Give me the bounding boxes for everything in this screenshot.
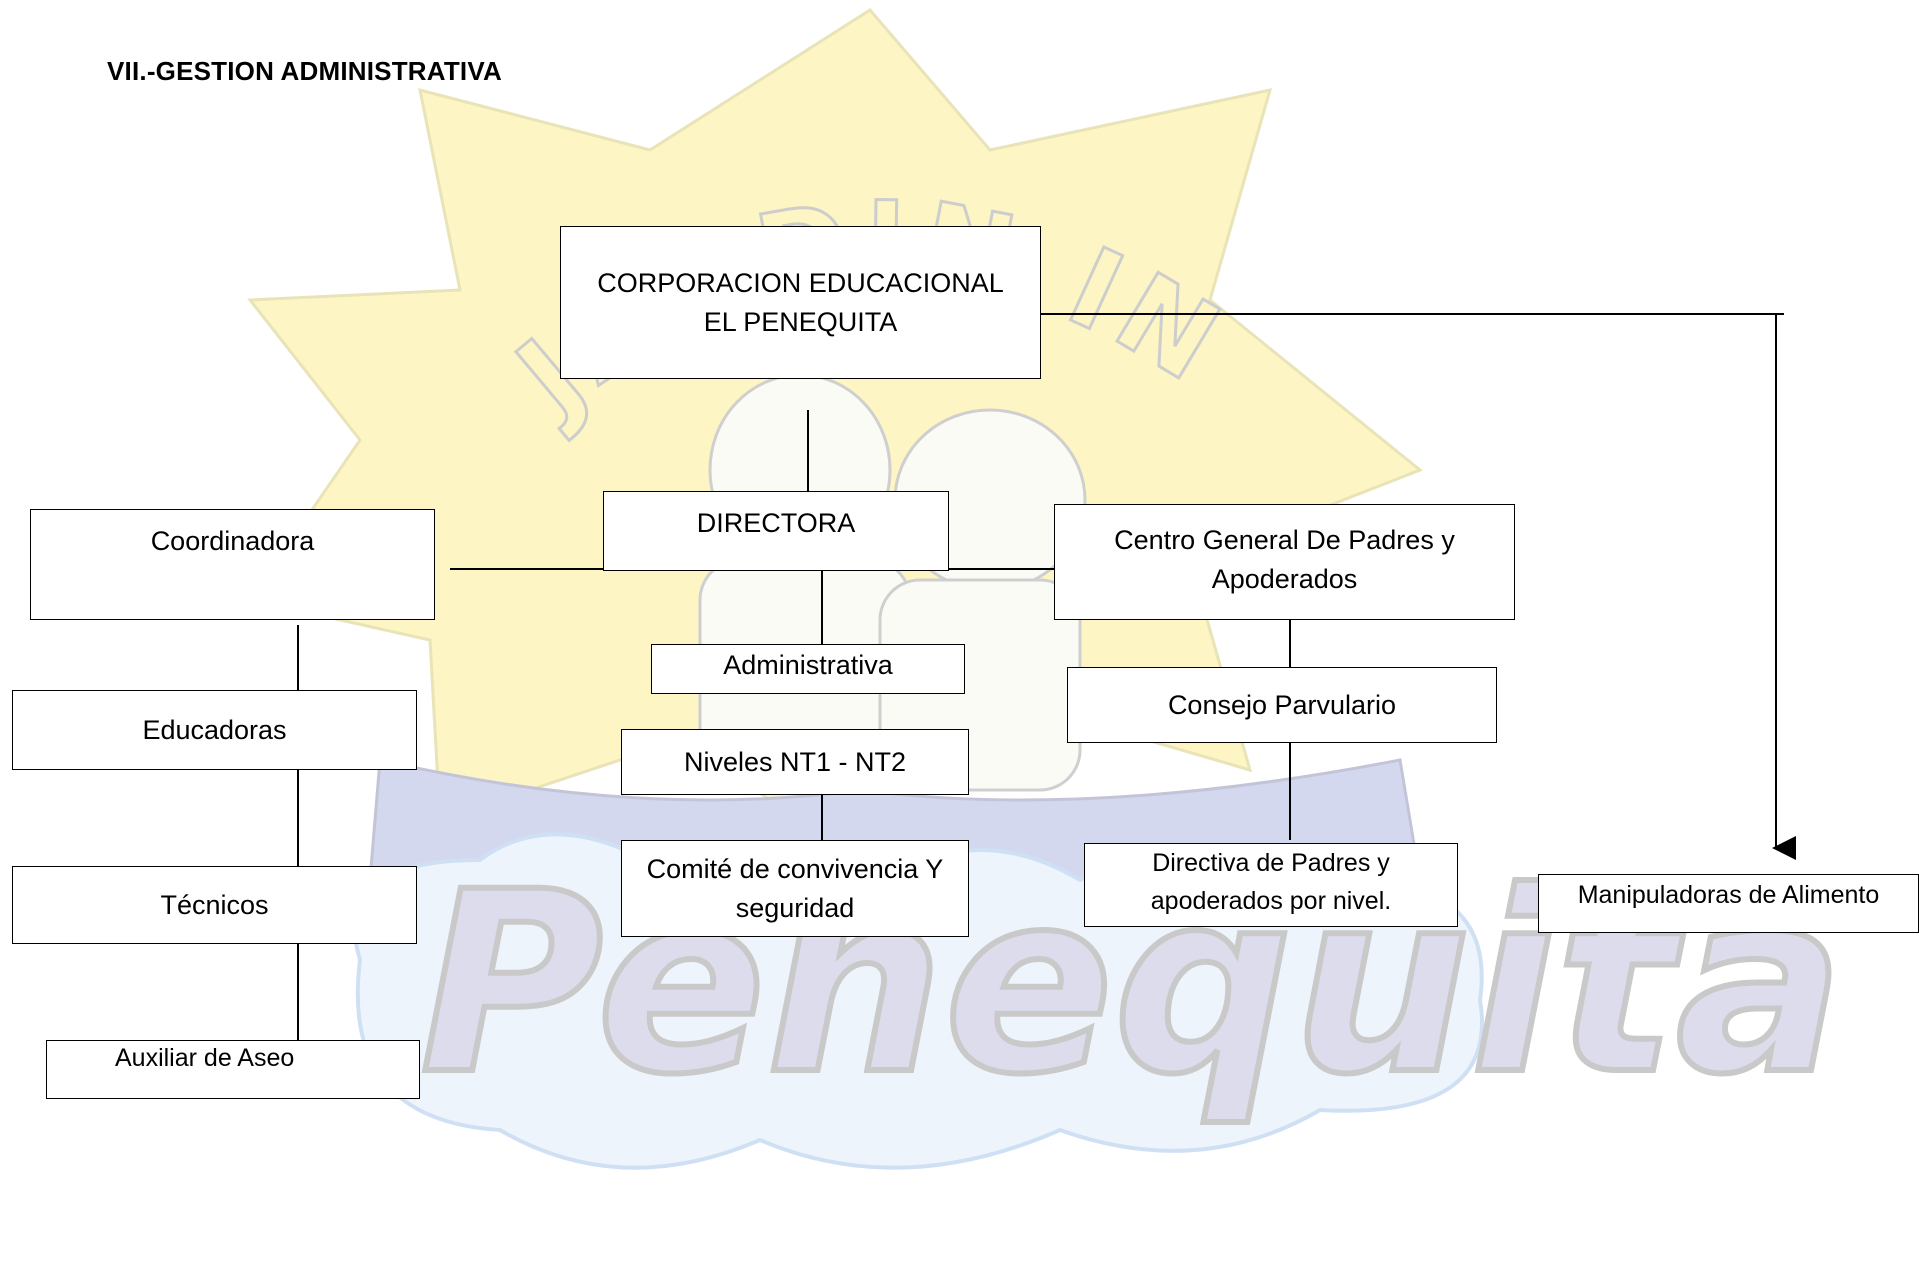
box-niveles: Niveles NT1 - NT2 — [621, 729, 969, 795]
box-tecnicos: Técnicos — [12, 866, 417, 944]
box-coordinadora: Coordinadora — [30, 509, 435, 620]
box-corporacion: CORPORACION EDUCACIONAL EL PENEQUITA — [560, 226, 1041, 379]
box-directora: DIRECTORA — [603, 491, 949, 571]
box-manipuladoras: Manipuladoras de Alimento — [1538, 874, 1919, 933]
box-auxiliar-aseo: Auxiliar de Aseo — [46, 1040, 420, 1099]
box-centro-padres: Centro General De Padres y Apoderados — [1054, 504, 1515, 620]
box-comite: Comité de convivencia Y seguridad — [621, 840, 969, 937]
box-directiva-padres: Directiva de Padres y apoderados por niv… — [1084, 843, 1458, 927]
box-consejo: Consejo Parvulario — [1067, 667, 1497, 743]
box-administrativa: Administrativa — [651, 644, 965, 694]
section-heading: VII.-GESTION ADMINISTRATIVA — [107, 56, 502, 86]
box-educadoras: Educadoras — [12, 690, 417, 770]
